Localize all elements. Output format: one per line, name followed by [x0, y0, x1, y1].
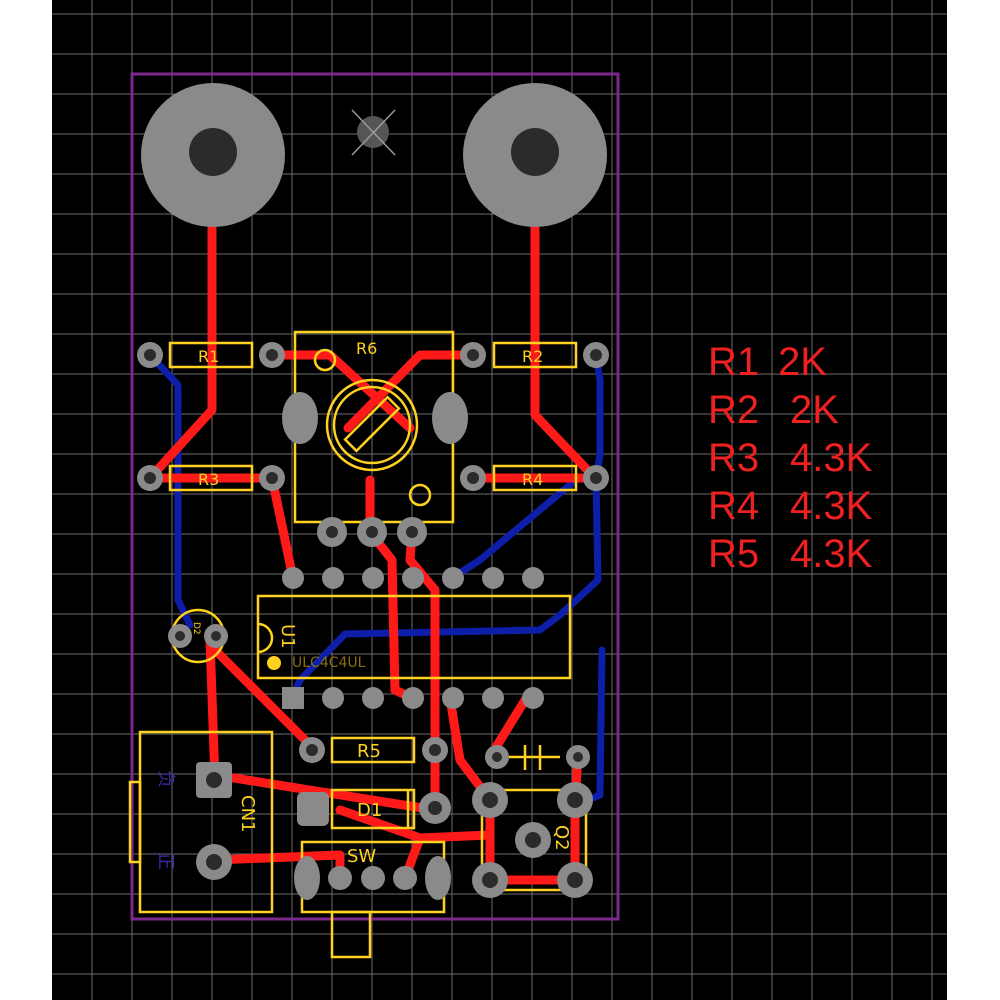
- pad-sw-mount-right: [425, 856, 451, 900]
- r2-outline: [492, 341, 578, 369]
- r5-label: R5: [357, 741, 381, 762]
- r3-outline: [168, 464, 254, 492]
- pad-u1-top-7: [522, 567, 544, 589]
- pad-u1-top-1: [282, 567, 304, 589]
- pad-u1-top-3: [362, 567, 384, 589]
- top-trace-wiper: [365, 475, 417, 703]
- potentiometer-left: [141, 83, 285, 227]
- sw-actuator: [330, 910, 372, 959]
- pad-u1-bottom-1: [282, 687, 304, 709]
- pad-u1-bottom-7: [522, 687, 544, 709]
- legend-ref: R4: [708, 484, 759, 528]
- r4-outline: [492, 464, 578, 492]
- legend-ref: R3: [708, 436, 759, 480]
- r6-knob-outer: [325, 378, 419, 472]
- d2-label: D2: [191, 622, 201, 635]
- pad-sw-mount-left: [294, 856, 320, 900]
- board-outline: [130, 72, 620, 921]
- component-values-legend: R1 2K R2 2K R3 4.3K R4 4.3K R5 4.3K: [708, 340, 873, 576]
- r6-label: R6: [356, 339, 377, 358]
- r1-label: R1: [198, 347, 219, 366]
- r2-label: R2: [522, 347, 543, 366]
- legend-value: 4.3K: [790, 484, 873, 528]
- r3-label: R3: [198, 470, 219, 489]
- legend-value: 2K: [778, 340, 827, 384]
- pad-r6-mount-left: [282, 392, 318, 444]
- top-trace-right-pot: [530, 215, 600, 483]
- legend-line-r2: R2 2K: [708, 388, 839, 432]
- d1-label: D1: [357, 800, 382, 821]
- cn1-pin1-label: 负: [155, 770, 176, 788]
- q2-outline: [480, 788, 588, 892]
- r6-knob-inner: [332, 385, 412, 465]
- r1-outline: [168, 341, 254, 369]
- legend-value: 2K: [790, 388, 839, 432]
- top-trace-r3-to-u1: [267, 473, 298, 583]
- top-trace-d2: [205, 635, 220, 785]
- pad-u1-bottom-6: [482, 687, 504, 709]
- bottom-trace-right: [288, 351, 604, 702]
- legend-line-r5: R5 4.3K: [708, 532, 873, 576]
- pad-u1-top-6: [482, 567, 504, 589]
- top-trace-left-pot: [145, 215, 217, 483]
- pads: [137, 342, 609, 900]
- pad-u1-top-4: [402, 567, 424, 589]
- pad-d1-a: [297, 792, 329, 826]
- u1-label: U1: [277, 624, 298, 649]
- pad-sw-1: [328, 866, 352, 890]
- legend-ref: R1: [708, 340, 759, 384]
- top-trace-d2-r5: [210, 645, 315, 750]
- q2-label: Q2: [551, 825, 572, 851]
- legend-ref: R5: [708, 532, 759, 576]
- pad-u1-top-5: [442, 567, 464, 589]
- legend-line-r1: R1 2K: [708, 340, 827, 384]
- cn1-label: CN1: [237, 795, 258, 833]
- r6-knob-slot: [343, 395, 401, 453]
- pad-u1-bottom-3: [362, 687, 384, 709]
- pad-u1-bottom-5: [442, 687, 464, 709]
- r5-outline: [330, 736, 416, 764]
- sw-label: SW: [347, 846, 376, 867]
- cn1-pin2-label: 正: [155, 852, 176, 870]
- pad-u1-bottom-2: [322, 687, 344, 709]
- d1-outline: [330, 788, 416, 830]
- r6-marker-a: [313, 348, 337, 372]
- u1-notch: [257, 622, 274, 654]
- pad-sw-3: [393, 866, 417, 890]
- pad-sw-2: [361, 866, 385, 890]
- pad-r6-mount-right: [432, 392, 468, 444]
- top-trace-r6-a: [267, 350, 415, 433]
- potentiometer-right: [463, 83, 607, 227]
- legend-ref: R2: [708, 388, 759, 432]
- pad-u1-top-2: [322, 567, 344, 589]
- top-trace-r6-b: [343, 350, 477, 433]
- legend-value: 4.3K: [790, 436, 873, 480]
- legend-line-r4: R4 4.3K: [708, 484, 873, 528]
- pad-u1-bottom-4: [402, 687, 424, 709]
- cn1-tab: [128, 780, 142, 864]
- u1-part-label: ULC4C4UL: [292, 655, 366, 671]
- silkscreen: [128, 330, 588, 959]
- r6-marker-b: [408, 483, 432, 507]
- legend-value: 4.3K: [790, 532, 873, 576]
- r4-label: R4: [522, 470, 543, 489]
- bottom-trace-left: [146, 351, 194, 629]
- legend-line-r3: R3 4.3K: [708, 436, 873, 480]
- fiducial-mark: [351, 109, 396, 156]
- u1-outline: [256, 594, 572, 680]
- pad-holes: [144, 349, 602, 888]
- top-trace-q2-loop: [485, 795, 580, 885]
- u1-pin1-dot: [267, 656, 281, 670]
- top-trace-d1-q2: [335, 805, 425, 843]
